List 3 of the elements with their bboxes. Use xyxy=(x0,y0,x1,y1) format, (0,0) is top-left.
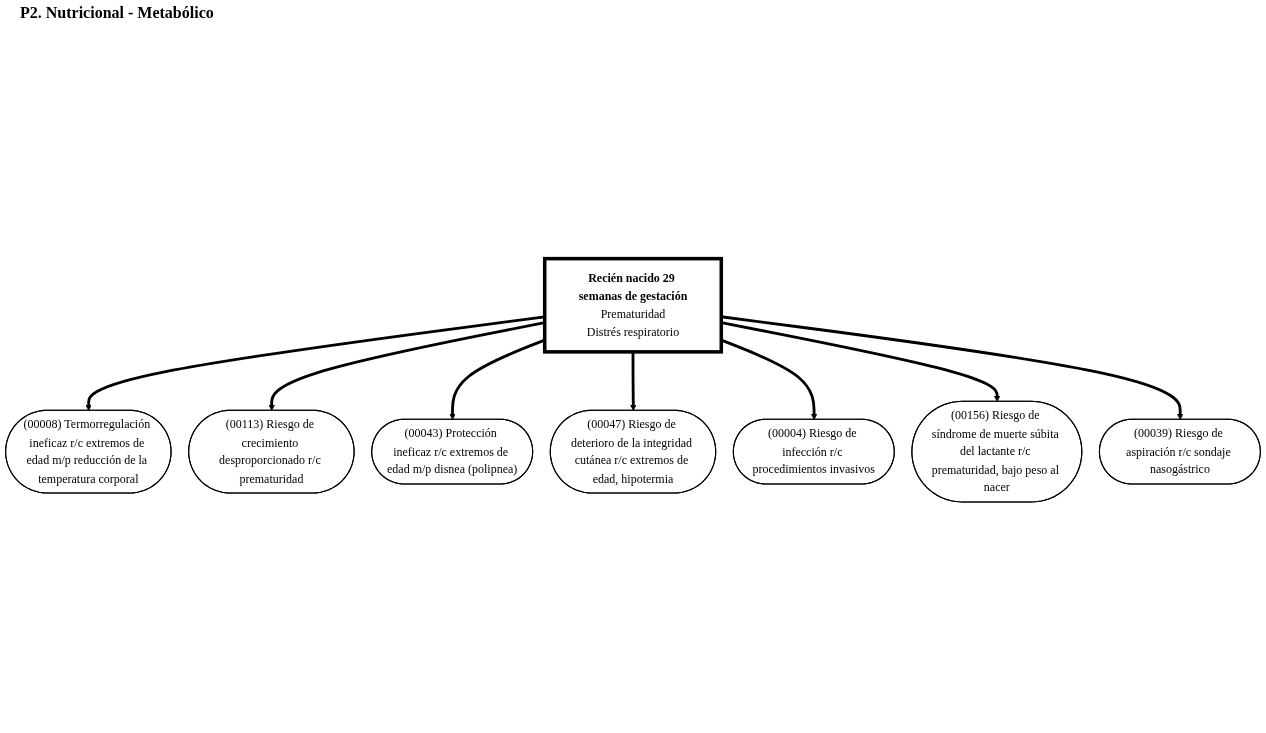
node-box: Recién nacido 29 semanas de gestación Prematuridad Distrés respiratorio xyxy=(542,256,724,354)
arrow xyxy=(630,351,637,411)
diagram-title: P2. Nutricional - Metabólico xyxy=(20,4,214,22)
